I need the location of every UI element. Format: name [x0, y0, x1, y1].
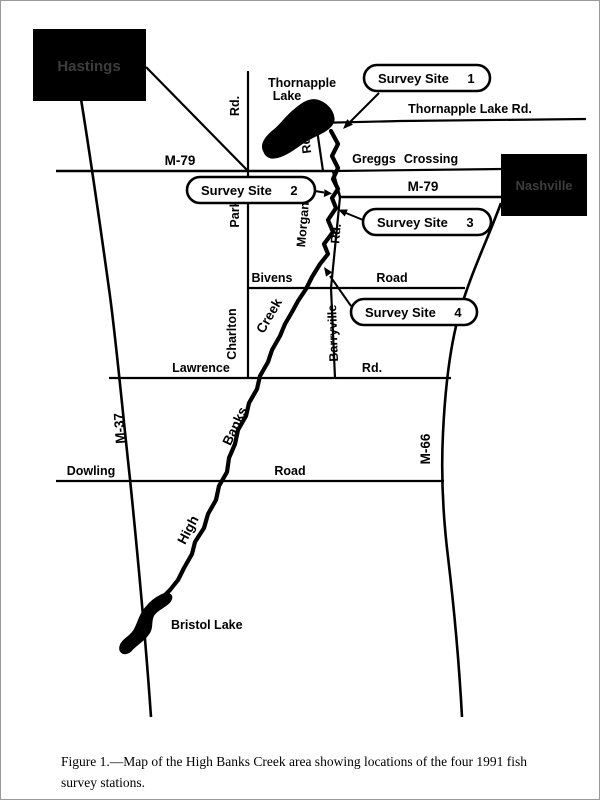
road-label-m79-west: M-79 [165, 153, 196, 168]
nashville-label: Nashville [515, 178, 572, 193]
survey-site-2-number: 2 [290, 183, 297, 198]
thornapple-lake-shape [261, 99, 335, 159]
survey-site-4-callout: Survey Site 4 [324, 267, 479, 327]
figure-caption-line1: Figure 1.—Map of the High Banks Creek ar… [61, 754, 528, 769]
road-label-lawrence: Lawrence [172, 361, 230, 375]
road-barryville-line [329, 287, 337, 379]
road-hastings-connector-line [145, 66, 249, 172]
survey-site-2-arrowhead-icon [323, 189, 332, 198]
road-label-park-rd-suffix: Rd. [228, 96, 242, 116]
road-m66-line [440, 202, 503, 718]
road-morgan-line [329, 196, 342, 289]
survey-site-3-number: 3 [466, 215, 473, 230]
hastings-label: Hastings [57, 58, 120, 75]
survey-site-2-label: Survey Site [201, 183, 272, 198]
survey-site-1-label: Survey Site [378, 71, 449, 86]
survey-site-1-callout: Survey Site 1 [343, 63, 492, 129]
city-hastings: Hastings [33, 29, 146, 101]
road-label-m66: M-66 [418, 433, 433, 464]
survey-site-4-label: Survey Site [365, 305, 436, 320]
thornapple-lake-label-line2: Lake [273, 89, 302, 103]
road-label-dowling-road: Road [274, 464, 305, 478]
road-label-bivens: Bivens [252, 271, 293, 285]
road-label-morgan: Morgan [294, 202, 312, 248]
bristol-lake-shape [119, 592, 173, 655]
roads-layer [56, 66, 587, 718]
road-label-park: Park [228, 200, 242, 227]
survey-site-4-number: 4 [454, 305, 462, 320]
road-thornapple-lake-rd-line [315, 117, 587, 125]
road-label-lawrence-rd-suffix: Rd. [362, 361, 382, 375]
survey-site-3-callout: Survey Site 3 [338, 207, 493, 237]
road-label-m79-east: M-79 [408, 179, 439, 194]
bristol-lake-label: Bristol Lake [171, 618, 243, 632]
road-label-thornapple-lake-rd: Thornapple Lake Rd. [408, 102, 532, 116]
survey-site-4-pill [349, 297, 479, 327]
road-label-dowling: Dowling [67, 464, 116, 478]
survey-site-3-pointer [345, 212, 364, 221]
nashville-box [501, 154, 587, 216]
road-label-bivens-road: Road [376, 271, 407, 285]
survey-site-4-arrowhead-icon [324, 267, 333, 277]
road-label-m37: M-37 [111, 412, 128, 444]
road-label-lake-rd-suffix: Rd. [298, 133, 314, 155]
creek-label-banks: Banks [220, 405, 251, 448]
road-label-charlton: Charlton [225, 308, 239, 359]
survey-site-1-pill [362, 63, 492, 93]
survey-site-3-arrowhead-icon [338, 209, 348, 217]
survey-site-1-pointer [349, 92, 380, 123]
figure-caption: Figure 1.—Map of the High Banks Creek ar… [61, 751, 561, 793]
hastings-box [33, 29, 146, 101]
survey-site-2-callout: Survey Site 2 [185, 175, 332, 205]
survey-site-3-label: Survey Site [377, 215, 448, 230]
road-label-greggs: Greggs [352, 152, 396, 166]
road-m37-line [79, 98, 153, 718]
labels-layer: Thornapple Lake Bristol Lake M-79 M-79 T… [67, 76, 532, 632]
survey-site-1-number: 1 [467, 71, 474, 86]
road-label-crossing: Crossing [404, 152, 458, 166]
road-label-barryville: Barryville [325, 304, 341, 361]
thornapple-lake-label-line1: Thornapple [268, 76, 336, 90]
city-nashville: Nashville [501, 154, 587, 216]
survey-site-2-pill [185, 175, 317, 205]
survey-site-4-pointer [329, 275, 352, 307]
map-figure: Hastings Nashville Thornapple Lake Brist… [33, 29, 587, 718]
survey-site-1-arrowhead-icon [343, 119, 353, 129]
road-greggs-crossing-line [332, 167, 504, 173]
high-banks-creek-line [159, 128, 341, 601]
survey-site-2-pointer [314, 190, 325, 194]
figure-caption-line2: survey stations. [61, 775, 145, 790]
survey-site-3-pill [361, 207, 493, 237]
road-label-morgan-rd-suffix: Rd. [328, 223, 344, 244]
